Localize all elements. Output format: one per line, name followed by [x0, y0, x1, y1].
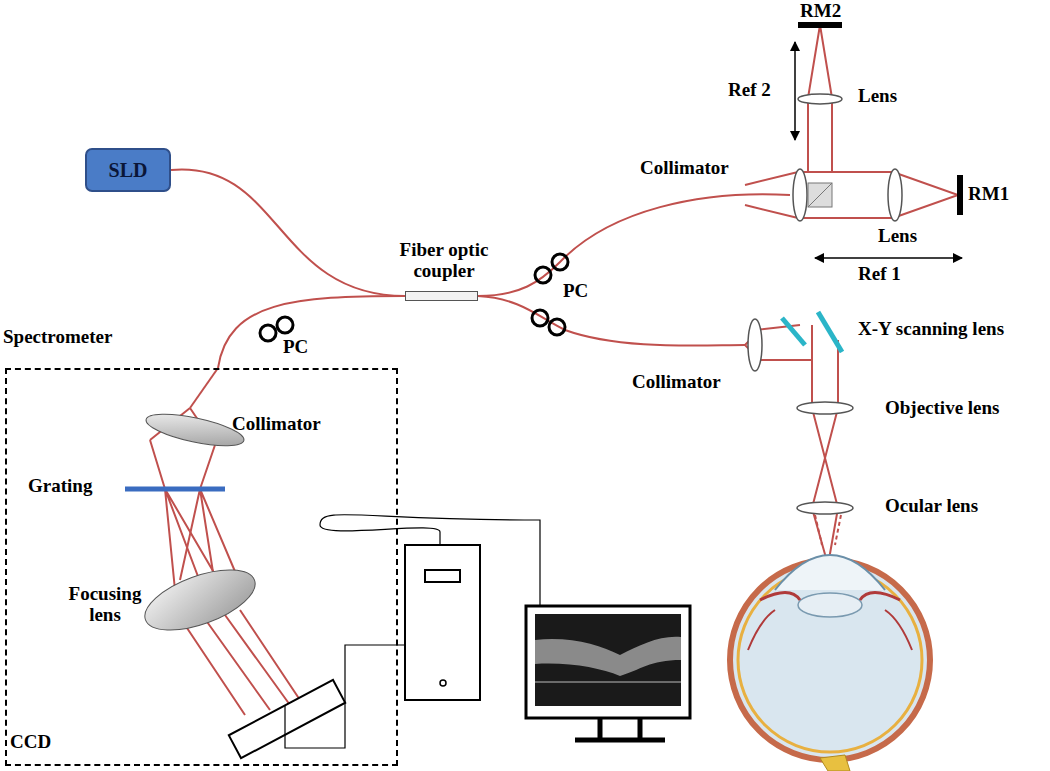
node-text: Fiber optic coupler — [384, 240, 504, 282]
node-text: Spectrometer — [3, 327, 112, 348]
part-label: RM2 — [800, 1, 841, 22]
part-label: Lens — [878, 226, 917, 247]
part-label: Collimator — [232, 414, 321, 435]
spectrometer-box: Spectrometer — [5, 368, 398, 766]
part-label: PC — [283, 337, 308, 358]
part-label: Lens — [858, 86, 897, 107]
coupler-box: Fiber optic coupler — [405, 291, 478, 301]
part-label: RM1 — [968, 184, 1009, 205]
part-label: Ref 1 — [858, 264, 901, 285]
source-box: SLD — [85, 148, 171, 192]
part-label: Grating — [28, 476, 92, 497]
node-text: SLD — [109, 159, 148, 181]
part-label: CCD — [10, 732, 51, 753]
part-label: Collimator — [640, 158, 729, 179]
optical-fiber — [171, 169, 405, 296]
part-label: PC — [563, 281, 588, 302]
part-label: X-Y scanning lens — [858, 319, 1004, 340]
part-label: Ocular lens — [885, 496, 978, 517]
optical-fiber — [218, 296, 405, 368]
part-label: Objective lens — [885, 398, 1000, 419]
part-label: Focusing lens — [55, 584, 155, 626]
part-label: Ref 2 — [728, 80, 771, 101]
part-label: Collimator — [632, 372, 721, 393]
